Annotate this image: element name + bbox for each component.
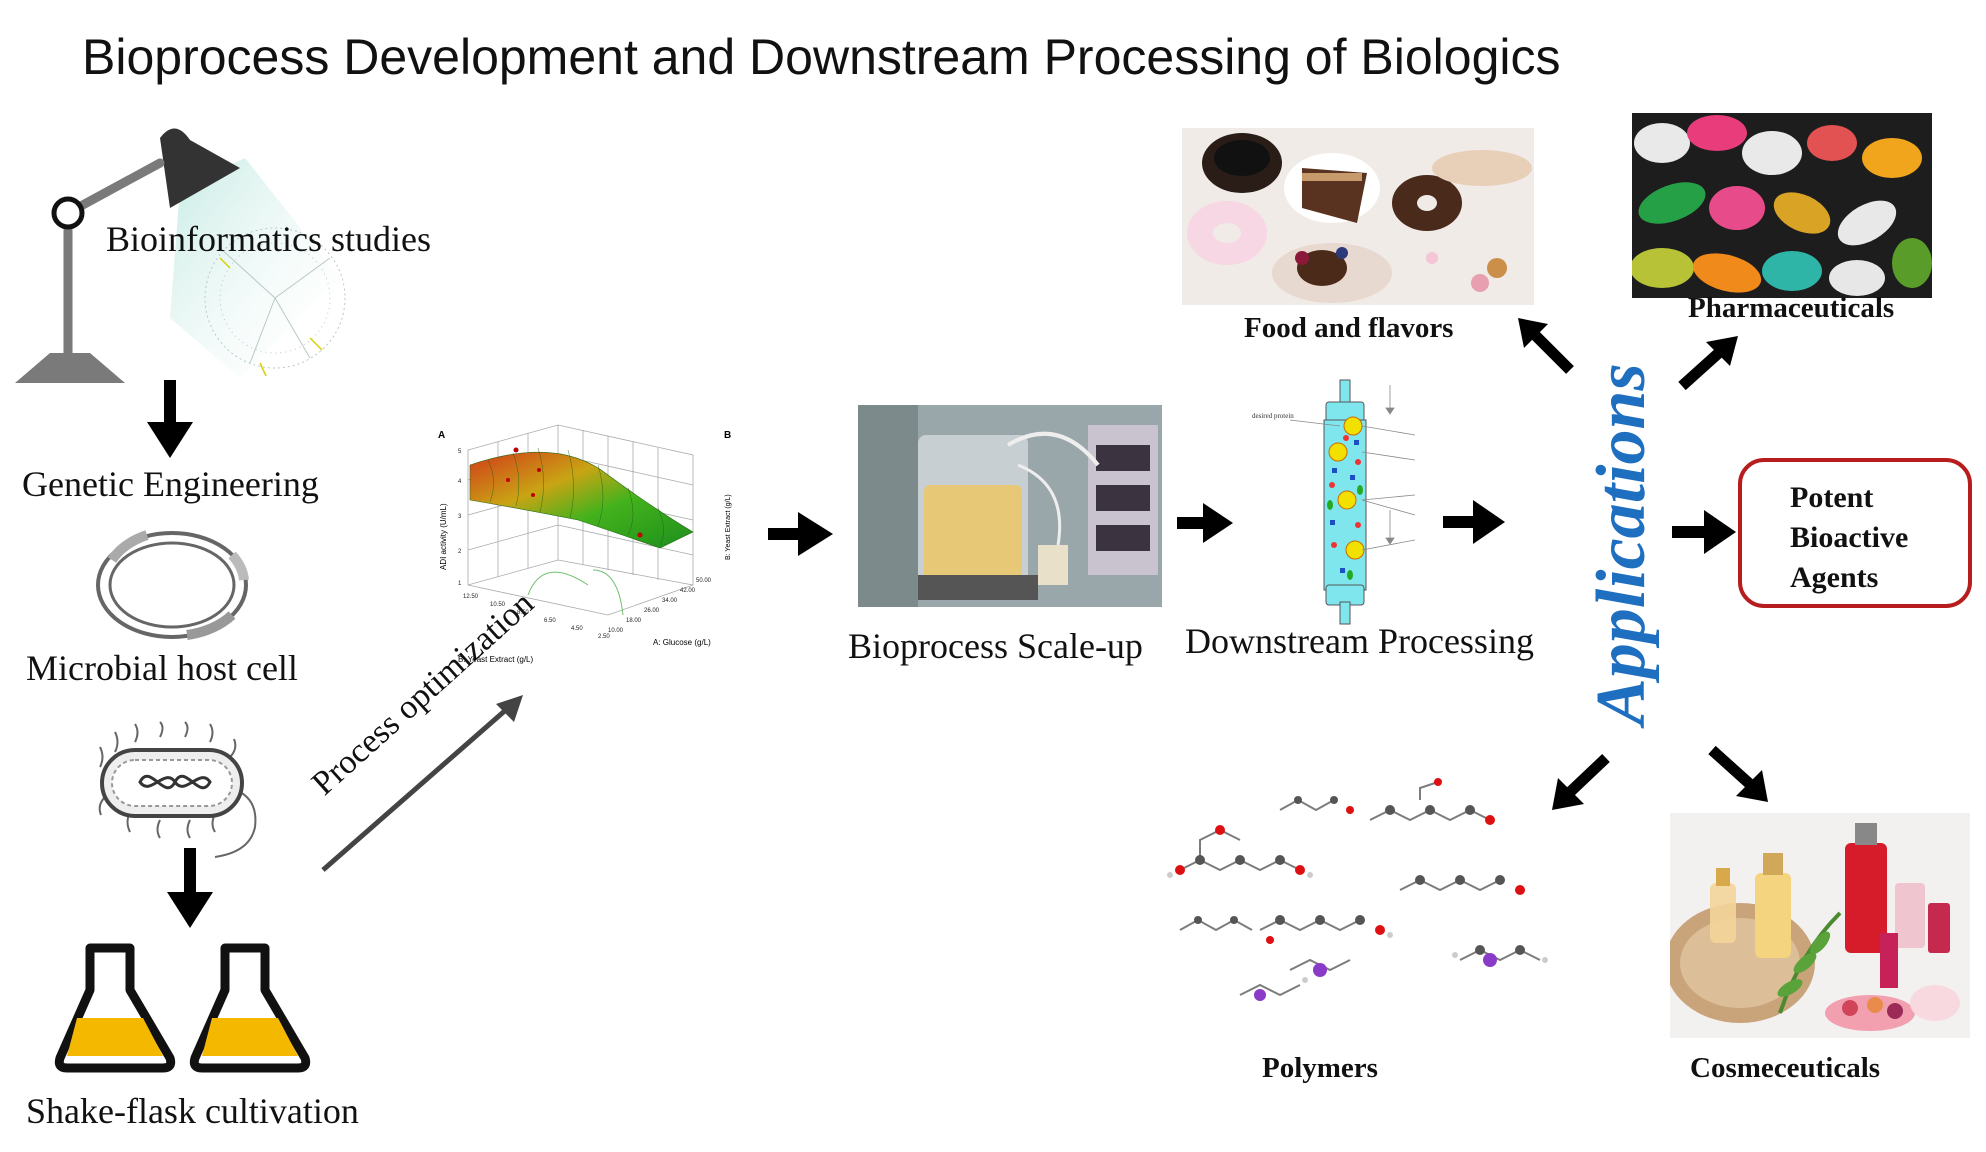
pharma-label: Pharmaceuticals xyxy=(1688,292,1895,324)
zlabel: ADI activity (U/mL) xyxy=(439,503,448,570)
panel-a-label: A xyxy=(438,430,445,441)
process-optimization-arrow xyxy=(321,695,523,872)
right-label: B: Yeast Extract (g/L) xyxy=(725,494,732,560)
potent-line-2: Bioactive xyxy=(1790,521,1909,554)
z-tick-1: 4 xyxy=(458,479,462,485)
arrow-to-polymers xyxy=(1552,754,1610,810)
potent-line-1: Potent xyxy=(1790,481,1874,514)
arrow-to-pharma xyxy=(1678,336,1738,391)
arrow-to-potent xyxy=(1672,510,1736,554)
applications-label: Applications xyxy=(1583,363,1660,725)
potent-line-3: Agents xyxy=(1790,561,1879,594)
plasmid-icon xyxy=(96,530,249,640)
arrow-to-food xyxy=(1518,318,1574,374)
down-arrow-2 xyxy=(167,848,213,928)
z-tick-4: 1 xyxy=(458,581,462,587)
polymers-label: Polymers xyxy=(1262,1052,1378,1084)
surface-plot: A B ADI activity (U/mL) B: Yeast Extract… xyxy=(438,424,732,664)
right-arrow-2 xyxy=(1177,503,1233,543)
x-tick-2: 8.50 xyxy=(517,610,529,616)
y-tick-5: 50.00 xyxy=(696,578,712,584)
x-tick-5: 2.50 xyxy=(598,634,610,640)
z-tick-3: 2 xyxy=(458,549,462,555)
polymers-image xyxy=(1167,778,1548,1001)
bioinformatics-label: Bioinformatics studies xyxy=(106,219,431,259)
potent-agents-box: Potent Bioactive Agents xyxy=(1738,458,1972,608)
bioreactor-photo xyxy=(858,405,1162,607)
shake-flask-label: Shake-flask cultivation xyxy=(26,1091,359,1131)
downstream-label: Downstream Processing xyxy=(1185,621,1534,661)
x-tick-0: 12.50 xyxy=(463,594,479,600)
cosmeceuticals-photo xyxy=(1670,813,1970,1038)
down-arrow-1 xyxy=(147,380,193,458)
microbial-host-label: Microbial host cell xyxy=(26,648,298,688)
right-arrow-1 xyxy=(768,512,833,556)
arrow-to-cosmeceuticals xyxy=(1708,745,1768,802)
y-tick-2: 26.00 xyxy=(644,608,660,614)
food-label: Food and flavors xyxy=(1244,312,1454,344)
ylabel: A: Glucose (g/L) xyxy=(653,638,711,647)
x-tick-1: 10.50 xyxy=(490,602,506,608)
page-title: Bioprocess Development and Downstream Pr… xyxy=(82,29,1561,85)
flask-icon xyxy=(54,943,311,1073)
z-tick-2: 3 xyxy=(458,514,462,520)
panel-b-label: B xyxy=(724,430,731,441)
y-tick-0: 10.00 xyxy=(608,628,624,634)
x-tick-3: 6.50 xyxy=(544,618,556,624)
y-tick-4: 42.00 xyxy=(680,588,696,594)
column-icon: desired protein xyxy=(1252,379,1416,625)
y-tick-3: 34.00 xyxy=(662,598,678,604)
scale-up-label: Bioprocess Scale-up xyxy=(848,626,1143,666)
desired-protein-label: desired protein xyxy=(1252,412,1294,420)
cosmeceuticals-label: Cosmeceuticals xyxy=(1690,1052,1881,1084)
pharma-photo xyxy=(1632,113,1932,298)
xlabel: B: Yeast Extract (g/L) xyxy=(458,655,533,664)
genetic-engineering-label: Genetic Engineering xyxy=(22,464,319,504)
z-tick-0: 5 xyxy=(458,449,462,455)
x-tick-4: 4.50 xyxy=(571,626,583,632)
lamp-icon xyxy=(15,128,346,383)
bacterium-icon xyxy=(98,721,257,858)
food-photo xyxy=(1182,128,1534,305)
y-tick-1: 18.00 xyxy=(626,618,642,624)
right-arrow-3 xyxy=(1443,500,1505,544)
